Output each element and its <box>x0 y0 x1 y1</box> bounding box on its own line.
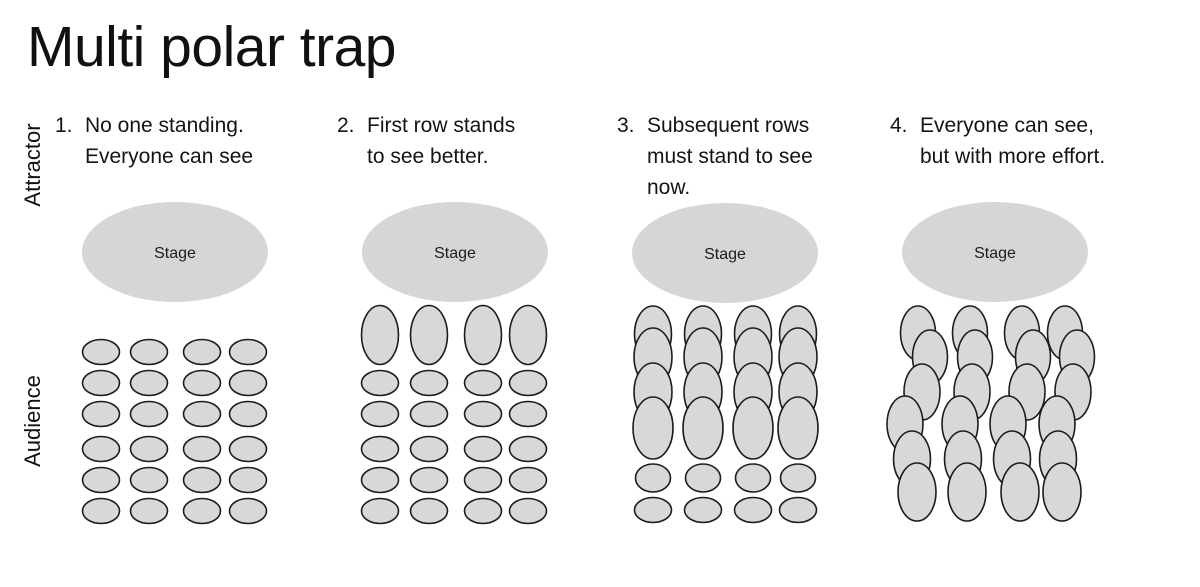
panel-2-caption-line: First row stands <box>367 114 516 137</box>
person-ellipse <box>777 396 819 460</box>
stage-ellipse <box>362 202 548 302</box>
panel-1-caption-line: No one standing. <box>85 114 244 137</box>
person-ellipse <box>409 400 449 428</box>
person-ellipse <box>683 496 723 524</box>
person-ellipse <box>508 400 548 428</box>
person-ellipse <box>463 497 503 525</box>
person-ellipse <box>897 462 937 522</box>
panel-4-stage-label: Stage <box>974 245 1016 262</box>
person-ellipse <box>1000 462 1040 522</box>
person-ellipse <box>81 369 121 397</box>
person-ellipse <box>360 369 400 397</box>
person-ellipse <box>360 400 400 428</box>
stage-ellipse <box>632 203 818 303</box>
panel-1-stage-label: Stage <box>154 245 196 262</box>
panel-4-caption-line: Everyone can see, <box>920 114 1094 137</box>
person-ellipse <box>508 304 548 366</box>
person-ellipse <box>81 466 121 494</box>
person-ellipse <box>463 304 503 366</box>
panel-4-caption-line: but with more effort. <box>920 145 1106 168</box>
person-ellipse <box>182 466 222 494</box>
person-ellipse <box>1042 462 1082 522</box>
panel-4-caption: 4. Everyone can see, but with more effor… <box>890 110 1142 172</box>
person-ellipse <box>508 435 548 463</box>
panel-1-caption-line: Everyone can see <box>85 145 254 168</box>
person-ellipse <box>182 435 222 463</box>
person-ellipse <box>508 497 548 525</box>
person-ellipse <box>732 396 774 460</box>
person-ellipse <box>463 466 503 494</box>
person-ellipse <box>409 466 449 494</box>
panel-2-caption: 2. First row stands to see better. <box>337 110 589 172</box>
person-ellipse <box>129 435 169 463</box>
panel-3-number: 3. <box>617 114 635 137</box>
person-ellipse <box>779 463 817 493</box>
person-ellipse <box>409 435 449 463</box>
person-ellipse <box>634 463 672 493</box>
stage-ellipse <box>82 202 268 302</box>
stage-ellipse <box>902 202 1088 302</box>
person-ellipse <box>360 304 400 366</box>
person-ellipse <box>947 462 987 522</box>
person-ellipse <box>182 338 222 366</box>
person-ellipse <box>633 496 673 524</box>
person-ellipse <box>129 466 169 494</box>
panel-1-caption: 1. No one standing. Everyone can see <box>55 110 307 172</box>
person-ellipse <box>463 400 503 428</box>
person-ellipse <box>182 400 222 428</box>
person-ellipse <box>129 369 169 397</box>
person-ellipse <box>463 369 503 397</box>
panel-3-caption: 3. Subsequent rows must stand to see now… <box>617 110 869 203</box>
person-ellipse <box>81 497 121 525</box>
person-ellipse <box>409 369 449 397</box>
diagram-title: Multi polar trap <box>27 15 397 79</box>
panel-2-number: 2. <box>337 114 355 137</box>
person-ellipse <box>463 435 503 463</box>
panel-2-caption-line: to see better. <box>367 145 489 168</box>
person-ellipse <box>129 338 169 366</box>
person-ellipse <box>81 400 121 428</box>
panel-2-stage-label: Stage <box>434 245 476 262</box>
panel-3-caption-line: Subsequent rows <box>647 114 810 137</box>
person-ellipse <box>228 435 268 463</box>
person-ellipse <box>733 496 773 524</box>
person-ellipse <box>632 396 674 460</box>
person-ellipse <box>228 338 268 366</box>
person-ellipse <box>360 466 400 494</box>
person-ellipse <box>182 369 222 397</box>
person-ellipse <box>508 466 548 494</box>
person-ellipse <box>508 369 548 397</box>
panel-4-number: 4. <box>890 114 908 137</box>
panel-3-stage-label: Stage <box>704 246 746 263</box>
panel-1-number: 1. <box>55 114 73 137</box>
person-ellipse <box>734 463 772 493</box>
person-ellipse <box>129 497 169 525</box>
person-ellipse <box>682 396 724 460</box>
person-ellipse <box>360 435 400 463</box>
panel-3-caption-line: must stand to see <box>647 145 813 168</box>
person-ellipse <box>684 463 722 493</box>
person-ellipse <box>228 400 268 428</box>
person-ellipse <box>81 435 121 463</box>
person-ellipse <box>778 496 818 524</box>
shapes-layer <box>81 202 1096 525</box>
person-ellipse <box>228 497 268 525</box>
person-ellipse <box>182 497 222 525</box>
person-ellipse <box>129 400 169 428</box>
person-ellipse <box>81 338 121 366</box>
person-ellipse <box>360 497 400 525</box>
person-ellipse <box>409 497 449 525</box>
person-ellipse <box>228 369 268 397</box>
person-ellipse <box>228 466 268 494</box>
person-ellipse <box>409 304 449 366</box>
panel-3-caption-line: now. <box>647 176 691 199</box>
